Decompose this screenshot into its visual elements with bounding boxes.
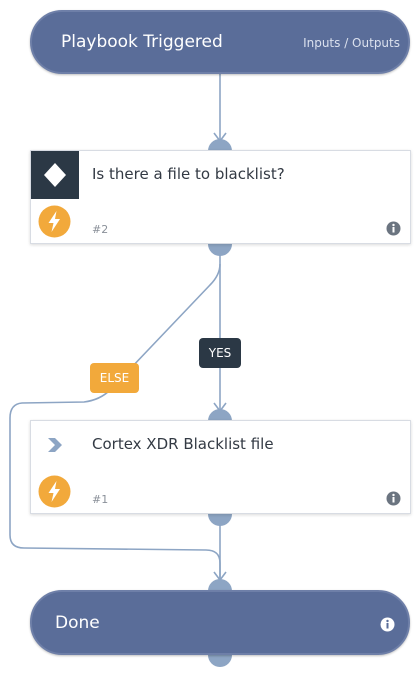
- playbook-triggered-node[interactable]: Playbook Triggered Inputs / Outputs: [30, 10, 410, 74]
- start-node-title: Playbook Triggered: [61, 32, 223, 52]
- port-top-task: [208, 409, 232, 421]
- lightning-bolt-icon: [38, 205, 71, 238]
- yes-branch-label: YES: [199, 338, 241, 368]
- done-node-title: Done: [55, 613, 100, 633]
- inputs-outputs-link[interactable]: Inputs / Outputs: [303, 36, 400, 50]
- edge-else-branch: [9, 263, 221, 580]
- condition-task-id: #2: [92, 223, 109, 236]
- port-bottom-condition: [208, 244, 232, 256]
- blacklist-file-task-node[interactable]: Cortex XDR Blacklist file #1: [30, 420, 411, 514]
- info-icon[interactable]: [386, 221, 401, 236]
- info-icon[interactable]: [380, 617, 395, 632]
- info-icon[interactable]: [386, 491, 401, 506]
- port-top-done: [208, 579, 232, 591]
- condition-type-box: [31, 151, 79, 199]
- diamond-icon: [44, 163, 66, 187]
- port-bottom-task: [208, 514, 232, 526]
- condition-task-node[interactable]: Is there a file to blacklist? #2: [30, 150, 411, 244]
- blacklist-task-title: Cortex XDR Blacklist file: [92, 435, 274, 453]
- lightning-bolt-icon: [38, 475, 71, 508]
- port-top-condition: [208, 139, 232, 151]
- done-node[interactable]: Done: [30, 590, 410, 655]
- condition-task-title: Is there a file to blacklist?: [92, 165, 285, 183]
- port-bottom-done: [208, 655, 232, 667]
- blacklist-task-id: #1: [92, 493, 109, 506]
- else-branch-label: ELSE: [90, 363, 139, 393]
- chevron-right-icon: [48, 438, 62, 452]
